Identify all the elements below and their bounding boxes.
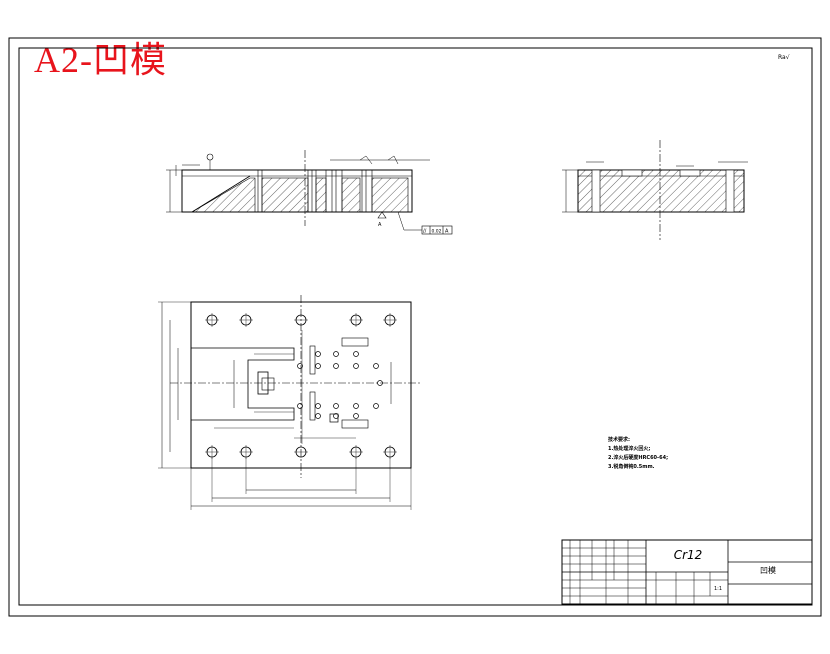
- side-section-view: [562, 140, 748, 240]
- notes-heading: 技术要求:: [608, 437, 630, 443]
- title-block: [561, 539, 813, 605]
- note-item: 1.热处理淬火回火;: [608, 446, 651, 452]
- sheet-inner-border: [18, 47, 813, 606]
- title-block-scale: 1:1: [714, 586, 723, 592]
- datum-label: A: [378, 222, 382, 228]
- technical-requirements: 技术要求: 1.热处理淬火回火; 2.淬火后硬度HRC60-64; 3.锐角倒钝…: [608, 436, 668, 472]
- sheet-outer-border: [8, 37, 822, 617]
- note-item: 3.锐角倒钝0.5mm.: [608, 464, 655, 470]
- front-section-view: [166, 150, 453, 235]
- tolerance-symbol: //: [423, 229, 427, 235]
- roughness-symbol: Ra√: [778, 54, 790, 61]
- title-block-part-name: 凹模: [760, 566, 776, 575]
- drawing-title: A2-凹模: [34, 40, 167, 80]
- tolerance-value: 0.02: [432, 229, 442, 235]
- plan-view: [158, 295, 420, 510]
- tolerance-datum: A: [445, 229, 449, 235]
- note-item: 2.淬火后硬度HRC60-64;: [608, 455, 669, 461]
- title-block-material: Cr12: [673, 548, 703, 562]
